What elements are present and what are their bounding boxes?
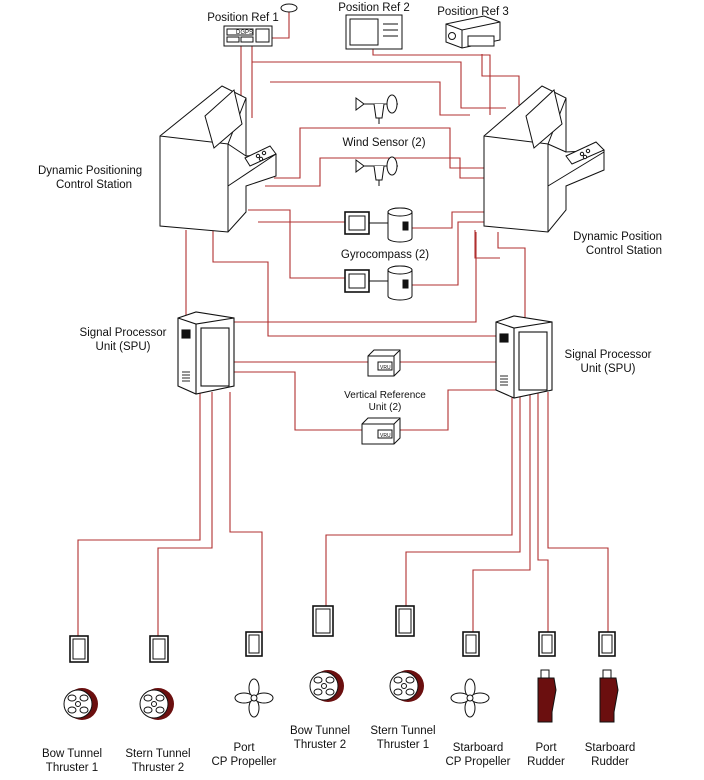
- controller-box-stbd-rudder: [598, 631, 616, 657]
- label-position-ref-3: Position Ref 3: [437, 6, 509, 18]
- gyrocompass-2: [344, 265, 413, 301]
- label-starboard-rudder-line2: Rudder: [591, 756, 629, 768]
- label-bow-tunnel-thruster-1-line2: Thruster 1: [45, 762, 99, 774]
- label-bow-tunnel-thruster-2: Bow Tunnel Thruster 2: [290, 724, 350, 752]
- label-port-rudder-line2: Rudder: [527, 756, 565, 768]
- label-port-cp-propeller-line1: Port: [233, 742, 255, 754]
- label-starboard-rudder: Starboard Rudder: [585, 741, 636, 769]
- tunnel-thruster-bow-1: [63, 688, 98, 720]
- dp-station-left: [159, 85, 277, 233]
- vru-1: [367, 349, 401, 377]
- label-starboard-cp-propeller: Starboard CP Propeller: [446, 741, 511, 769]
- label-bow-tunnel-thruster-1-line1: Bow Tunnel: [41, 748, 103, 760]
- tunnel-thruster-stern-2: [139, 688, 174, 720]
- spu-left: [177, 311, 235, 395]
- position-ref-3-unit: [445, 15, 501, 49]
- label-dp-station-right-line1: Dynamic Position: [573, 231, 662, 243]
- label-spu-right-line2: Unit (SPU): [580, 363, 636, 375]
- label-stern-tunnel-thruster-1-line2: Thruster 1: [376, 739, 430, 751]
- label-starboard-cp-propeller-line2: CP Propeller: [445, 756, 511, 768]
- label-starboard-rudder-line1: Starboard: [584, 742, 636, 754]
- wind-sensor-2: [355, 156, 398, 186]
- label-bow-tunnel-thruster-1: Bow Tunnel Thruster 1: [42, 747, 102, 775]
- label-stern-tunnel-thruster-2: Stern Tunnel Thruster 2: [125, 747, 190, 775]
- position-ref-1-dgps: [223, 3, 298, 47]
- label-spu-left-line2: Unit (SPU): [95, 341, 151, 353]
- vru-tag-2: VRU: [380, 433, 391, 439]
- dp-station-right: [483, 85, 605, 233]
- controller-box-stern-tunnel-2: [149, 635, 169, 663]
- label-stern-tunnel-thruster-2-line1: Stern Tunnel: [125, 748, 191, 760]
- label-dp-station-right-line2: Control Station: [585, 245, 662, 257]
- gyrocompass-1: [344, 207, 413, 243]
- controller-box-stbd-cp: [462, 631, 480, 657]
- label-stern-tunnel-thruster-1: Stern Tunnel Thruster 1: [370, 724, 435, 752]
- label-dp-station-left-line2: Control Station: [56, 179, 133, 191]
- label-port-rudder: Port Rudder: [527, 741, 565, 769]
- label-stern-tunnel-thruster-2-line2: Thruster 2: [131, 762, 185, 774]
- tunnel-thruster-bow-2: [309, 670, 344, 702]
- cp-propeller-starboard: [450, 678, 490, 718]
- controller-box-port-rudder: [538, 631, 556, 657]
- label-spu-right: Signal Processor Unit (SPU): [565, 348, 652, 376]
- label-wind-sensor: Wind Sensor (2): [342, 137, 426, 149]
- label-stern-tunnel-thruster-1-line1: Stern Tunnel: [370, 725, 436, 737]
- label-vru-line2: Unit (2): [368, 402, 402, 413]
- label-spu-right-line1: Signal Processor: [564, 349, 652, 361]
- label-gyrocompass: Gyrocompass (2): [340, 249, 430, 261]
- label-bow-tunnel-thruster-2-line1: Bow Tunnel: [289, 725, 351, 737]
- cp-propeller-port: [234, 678, 274, 718]
- spu-right: [495, 315, 553, 399]
- label-port-cp-propeller-line2: CP Propeller: [211, 756, 277, 768]
- label-position-ref-1: Position Ref 1: [207, 12, 279, 24]
- tunnel-thruster-stern-1: [389, 670, 424, 702]
- label-spu-left: Signal Processor Unit (SPU): [80, 326, 167, 354]
- position-ref-2-display: [345, 14, 403, 50]
- label-spu-left-line1: Signal Processor: [79, 327, 167, 339]
- wind-sensor-1: [355, 94, 398, 124]
- rudder-port: [537, 669, 557, 723]
- vru-2: [361, 417, 401, 445]
- controller-box-bow-tunnel-1: [69, 635, 89, 663]
- label-dp-station-right: Dynamic Position Control Station: [573, 230, 662, 258]
- dgps-tag: DGPS: [236, 30, 253, 36]
- label-vru-line1: Vertical Reference: [344, 390, 426, 401]
- label-dp-station-left: Dynamic Positioning Control Station: [38, 164, 142, 192]
- vru-tag-1: VRU: [380, 365, 391, 371]
- label-position-ref-2: Position Ref 2: [338, 2, 410, 14]
- wiring: [77, 10, 609, 636]
- label-port-rudder-line1: Port: [535, 742, 557, 754]
- label-bow-tunnel-thruster-2-line2: Thruster 2: [293, 739, 347, 751]
- controller-box-port-cp: [245, 631, 263, 657]
- label-starboard-cp-propeller-line1: Starboard: [452, 742, 504, 754]
- rudder-starboard: [599, 669, 619, 723]
- label-vru: Vertical Reference Unit (2): [344, 390, 426, 414]
- controller-box-bow-tunnel-2: [312, 605, 334, 637]
- controller-boxes: [69, 605, 616, 663]
- label-dp-station-left-line1: Dynamic Positioning: [38, 165, 143, 177]
- controller-box-stern-tunnel-1: [395, 605, 415, 637]
- label-port-cp-propeller: Port CP Propeller: [212, 741, 277, 769]
